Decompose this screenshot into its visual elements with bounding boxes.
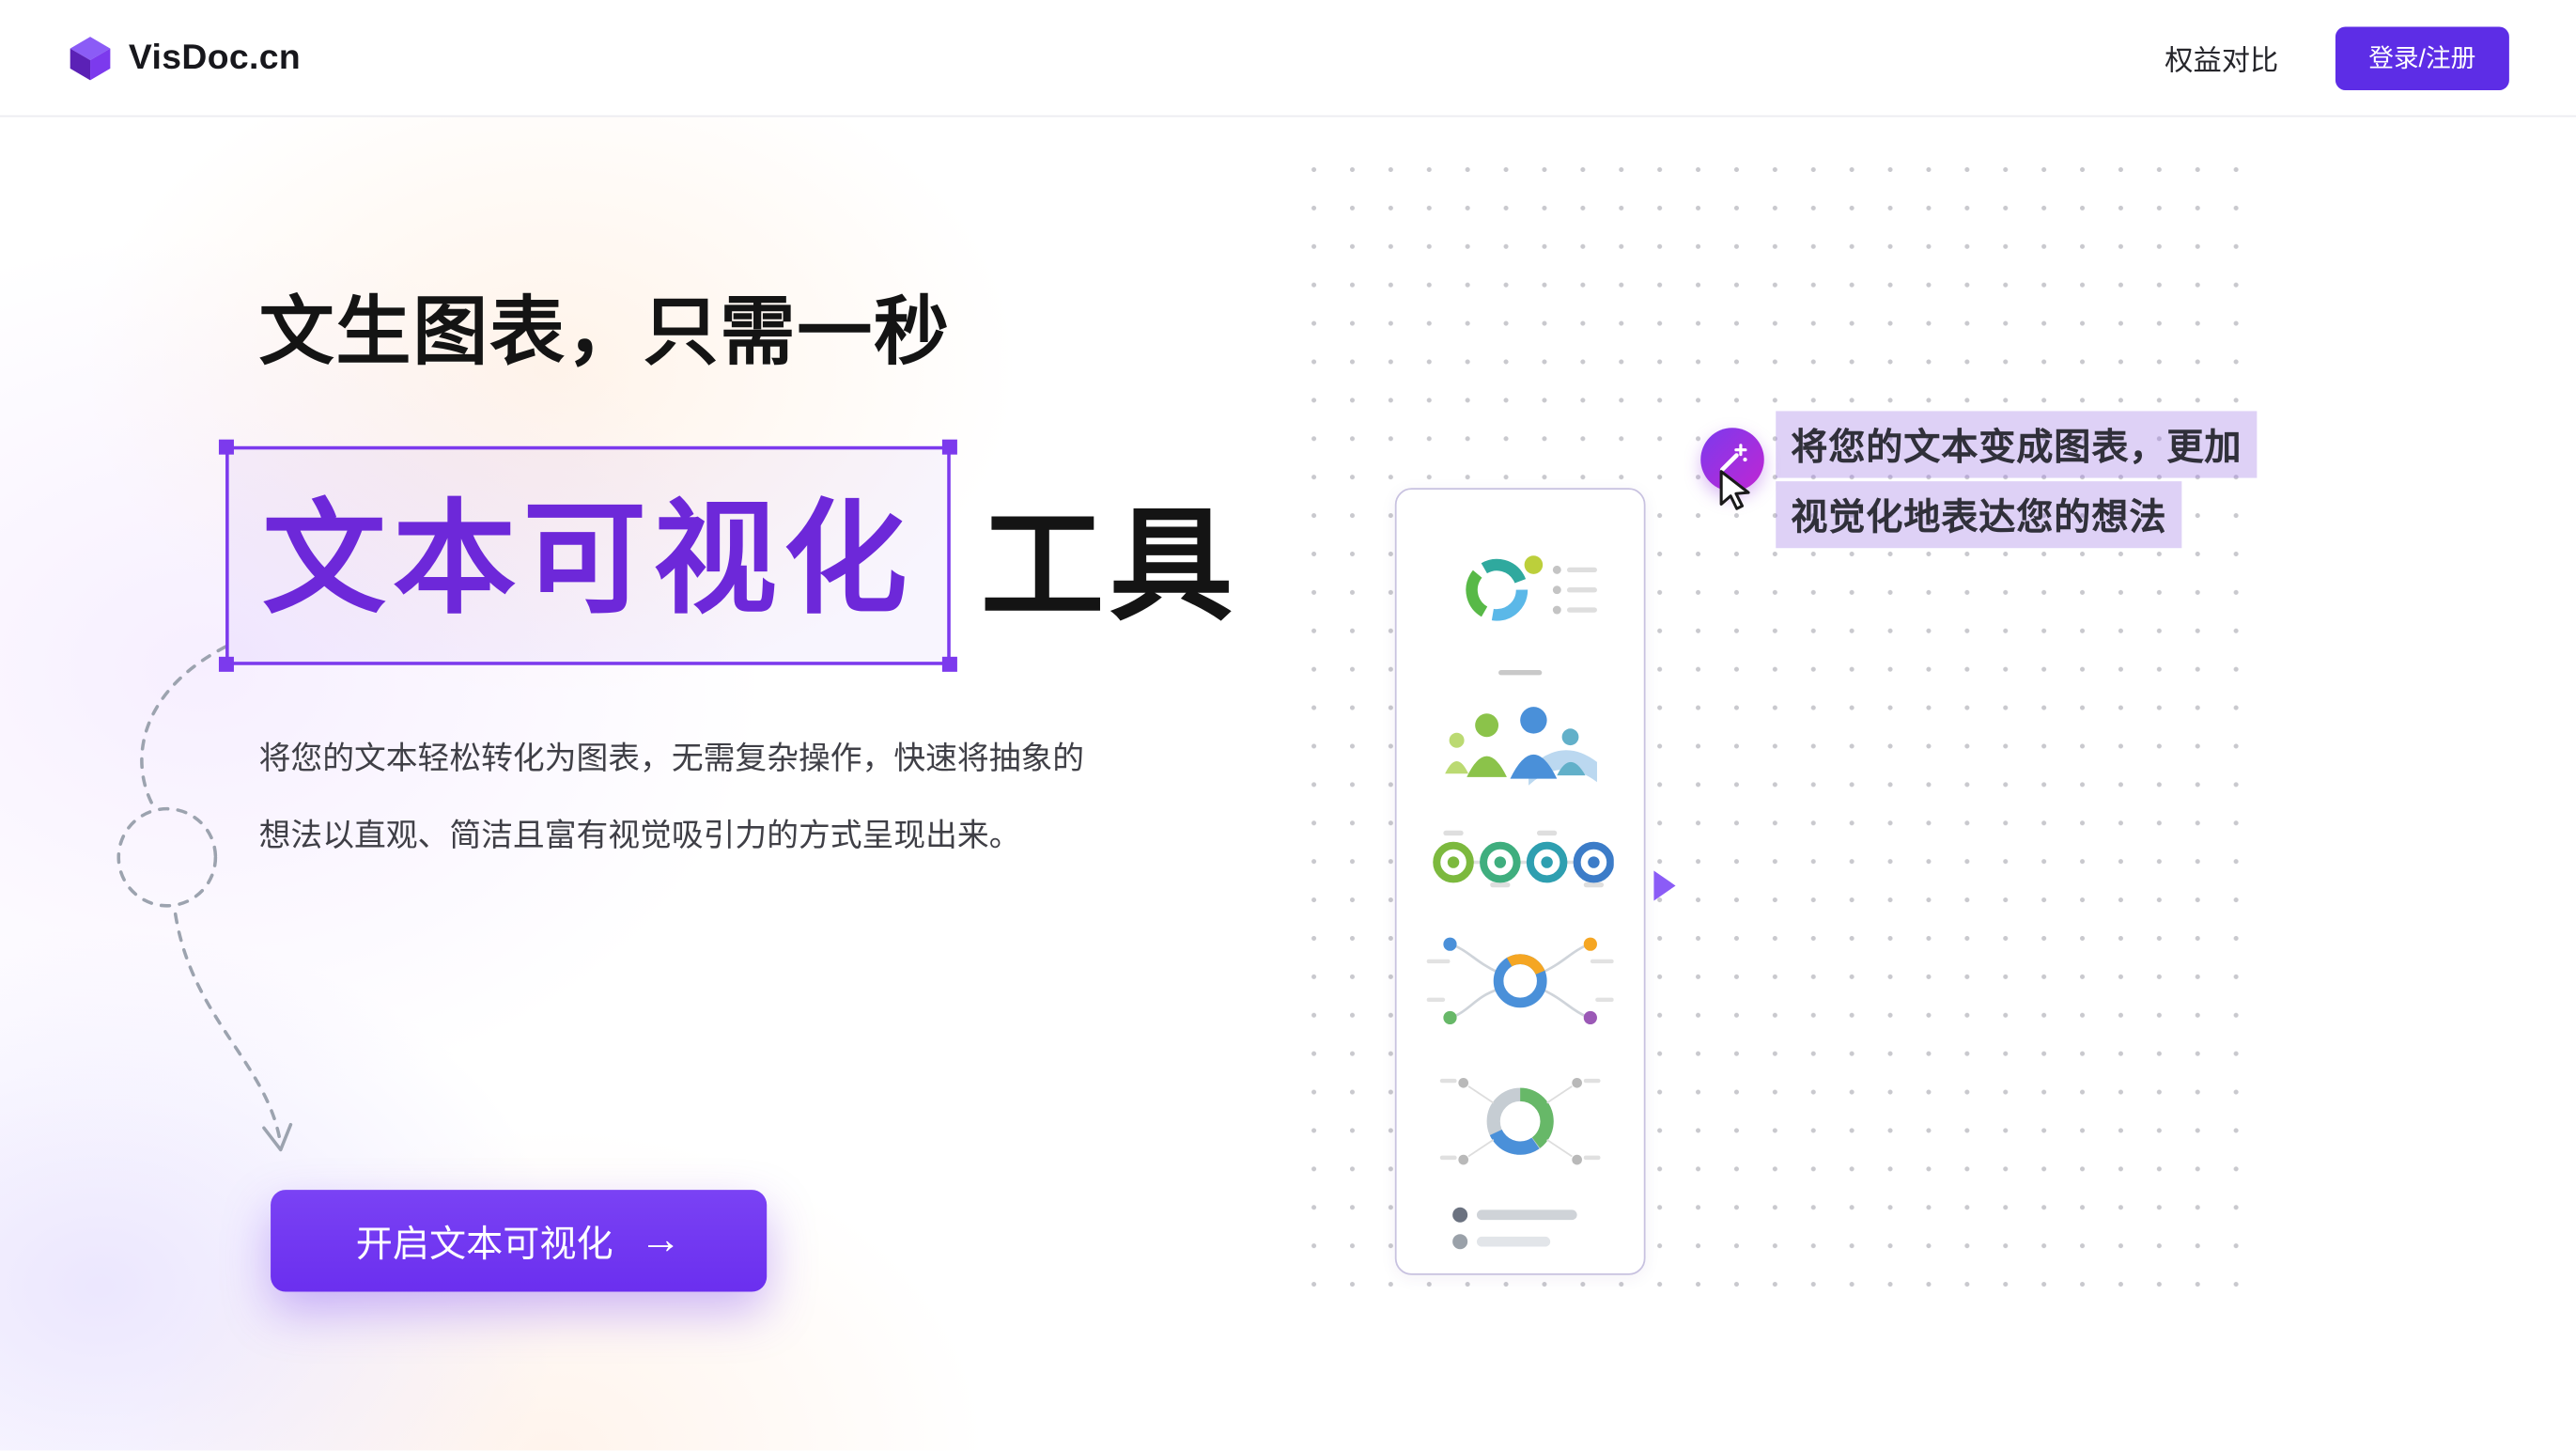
- login-register-button[interactable]: 登录/注册: [2335, 25, 2509, 90]
- play-triangle-icon: [1653, 870, 1676, 901]
- bullet-list-thumbnail: [1452, 1207, 1577, 1250]
- description-line-2: 想法以直观、简洁且富有视觉吸引力的方式呈现出来。: [258, 819, 1021, 854]
- selection-handle-top-right: [941, 439, 957, 455]
- dashed-arrow-decoration: [116, 645, 293, 1152]
- callout-text: 将您的文本变成图表，更加 视觉化地表达您的想法: [1776, 411, 2258, 551]
- nav-link-compare[interactable]: 权益对比: [2165, 45, 2279, 77]
- cta-label: 开启文本可视化: [355, 1222, 613, 1265]
- header-nav: 权益对比 登录/注册: [2165, 25, 2509, 90]
- hero-title-row: 文本可视化 工具: [218, 439, 1238, 672]
- brand-name: VisDoc.cn: [128, 38, 302, 76]
- selection-handle-top-left: [218, 439, 234, 455]
- magic-wand-icon: [1720, 444, 1747, 472]
- cursor-pointer-icon: [1719, 470, 1750, 510]
- hero-section: 文生图表，只需一秒 文本可视化 工具 将您的文本轻松转化为图表，无需复杂操作，快…: [0, 117, 2576, 1451]
- template-gallery-panel: [1394, 488, 1646, 1275]
- visdoc-logo-icon: [70, 36, 111, 80]
- header: VisDoc.cn 权益对比 登录/注册: [0, 0, 2576, 117]
- arrow-right-icon: →: [640, 1216, 682, 1264]
- brand[interactable]: VisDoc.cn: [67, 34, 301, 81]
- people-illustration-thumbnail: [1445, 707, 1597, 786]
- callout-line-1: 将您的文本变成图表，更加: [1776, 411, 2258, 478]
- selection-handle-bottom-left: [218, 656, 234, 672]
- selection-box: 文本可视化: [218, 439, 957, 672]
- cycle-diagram-thumbnail: [1466, 555, 1597, 621]
- callout-line-2: 视觉化地表达您的想法: [1776, 481, 2182, 549]
- hero-headline: 文生图表，只需一秒: [258, 289, 951, 375]
- progress-circles-thumbnail: [1433, 830, 1614, 888]
- hero-description: 将您的文本轻松转化为图表，无需复杂操作，快速将抽象的 想法以直观、简洁且富有视觉…: [259, 722, 1262, 876]
- description-line-1: 将您的文本轻松转化为图表，无需复杂操作，快速将抽象的: [258, 741, 1085, 777]
- title-suffix: 工具: [980, 496, 1238, 635]
- radial-diagram-thumbnail: [1426, 937, 1614, 1025]
- cta-button[interactable]: 开启文本可视化 →: [271, 1190, 768, 1292]
- selection-handle-bottom-right: [941, 656, 957, 672]
- divider: [1498, 670, 1543, 676]
- highlight-title: 文本可视化: [262, 490, 914, 629]
- donut-chart-thumbnail: [1439, 1077, 1601, 1165]
